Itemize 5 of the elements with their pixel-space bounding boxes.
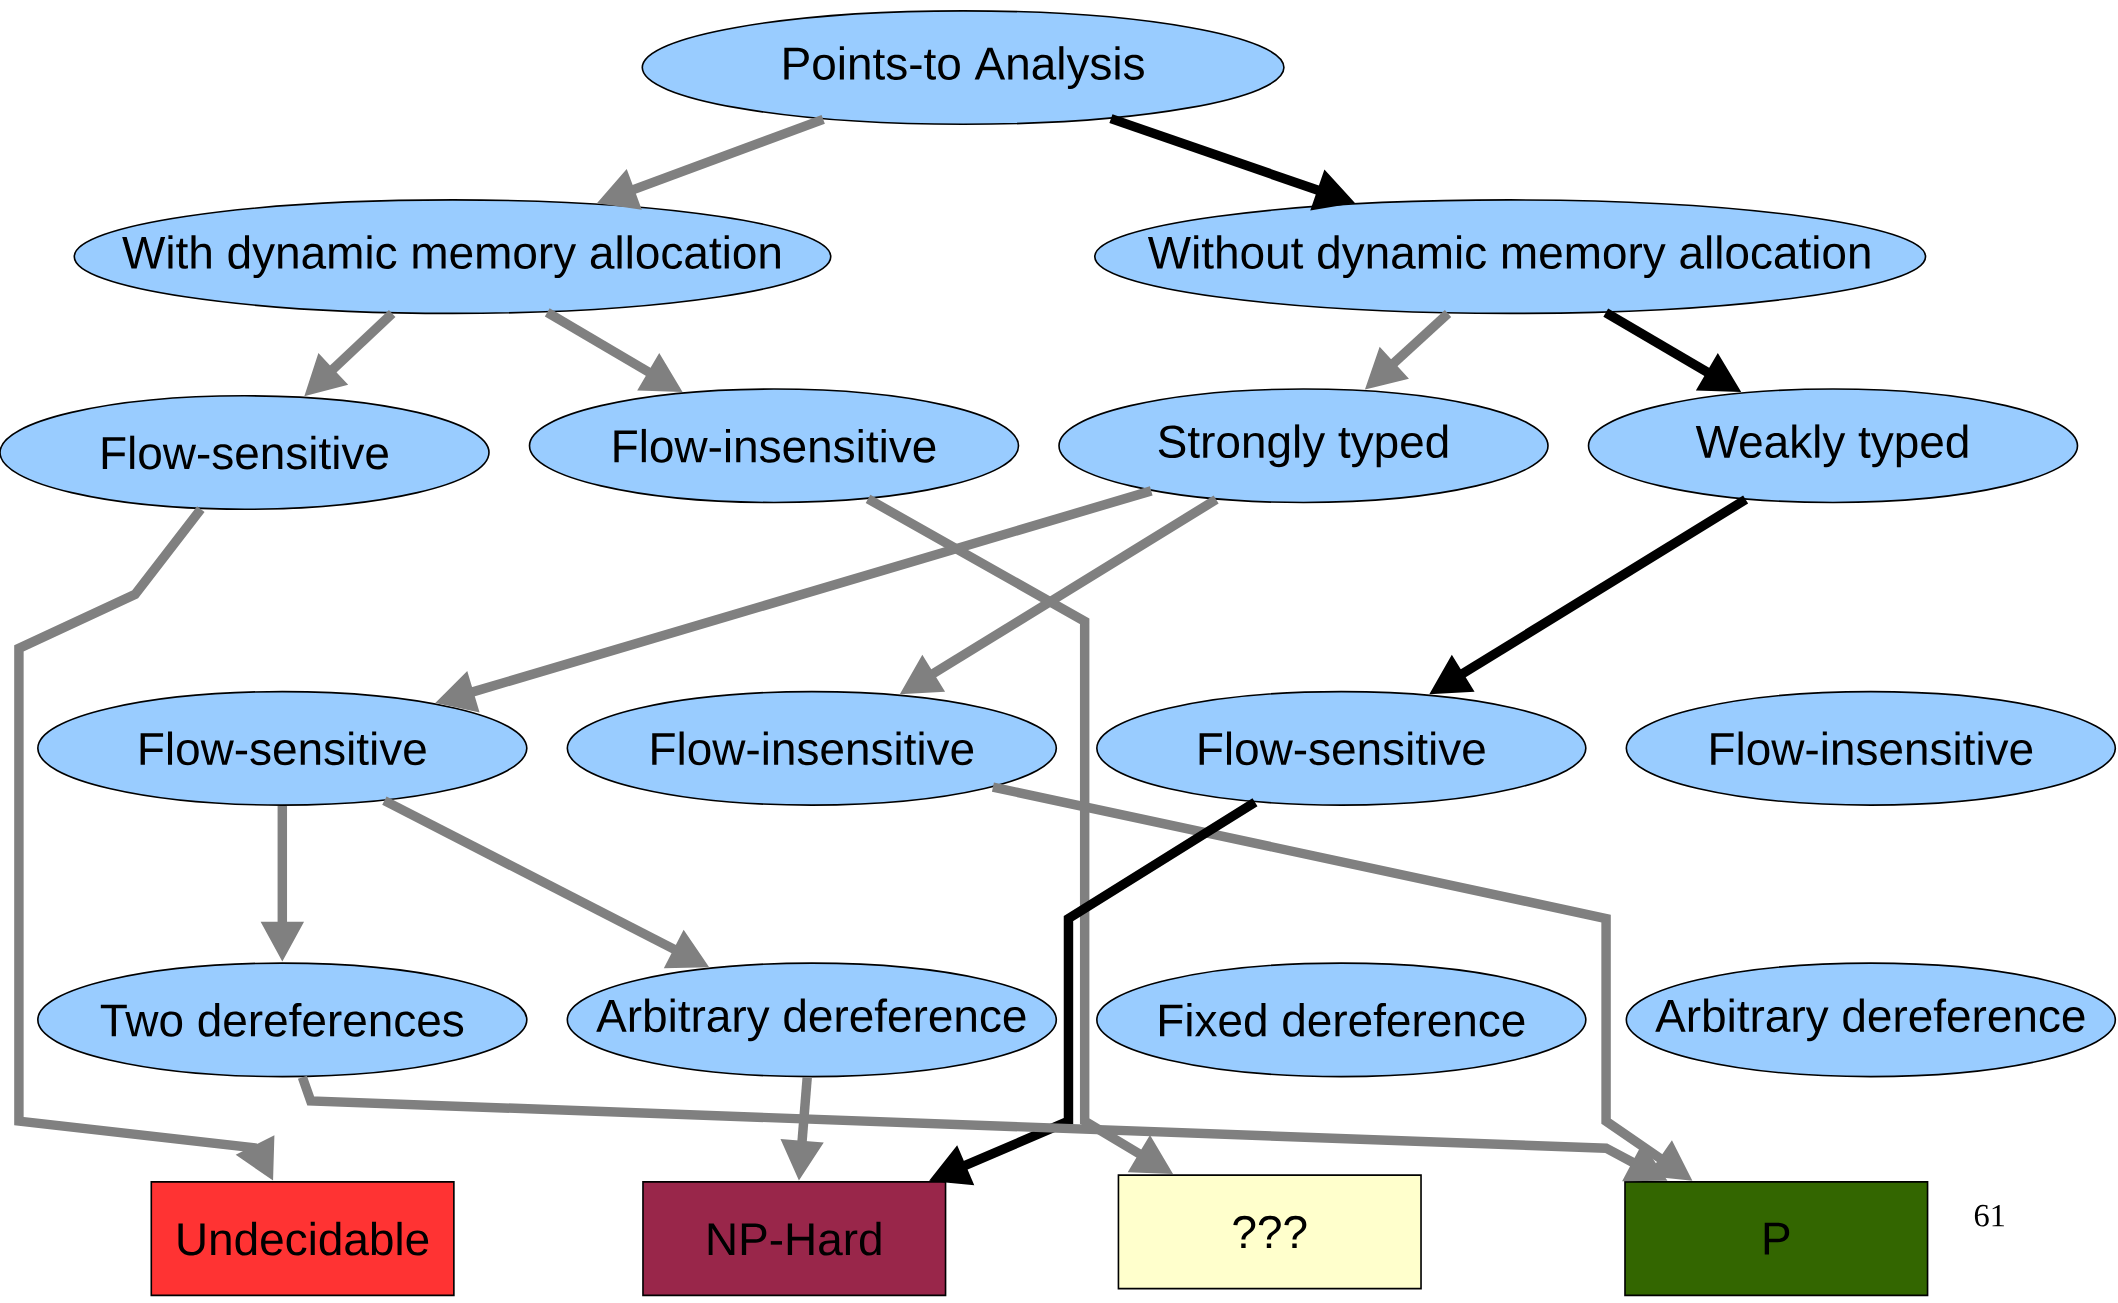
result-box: Undecidable	[150, 1180, 455, 1296]
page-number: 61	[1974, 1204, 2004, 1227]
result-box: NP-Hard	[642, 1180, 947, 1296]
result-box: P	[1624, 1180, 1929, 1296]
result-box: ???	[1117, 1174, 1422, 1290]
